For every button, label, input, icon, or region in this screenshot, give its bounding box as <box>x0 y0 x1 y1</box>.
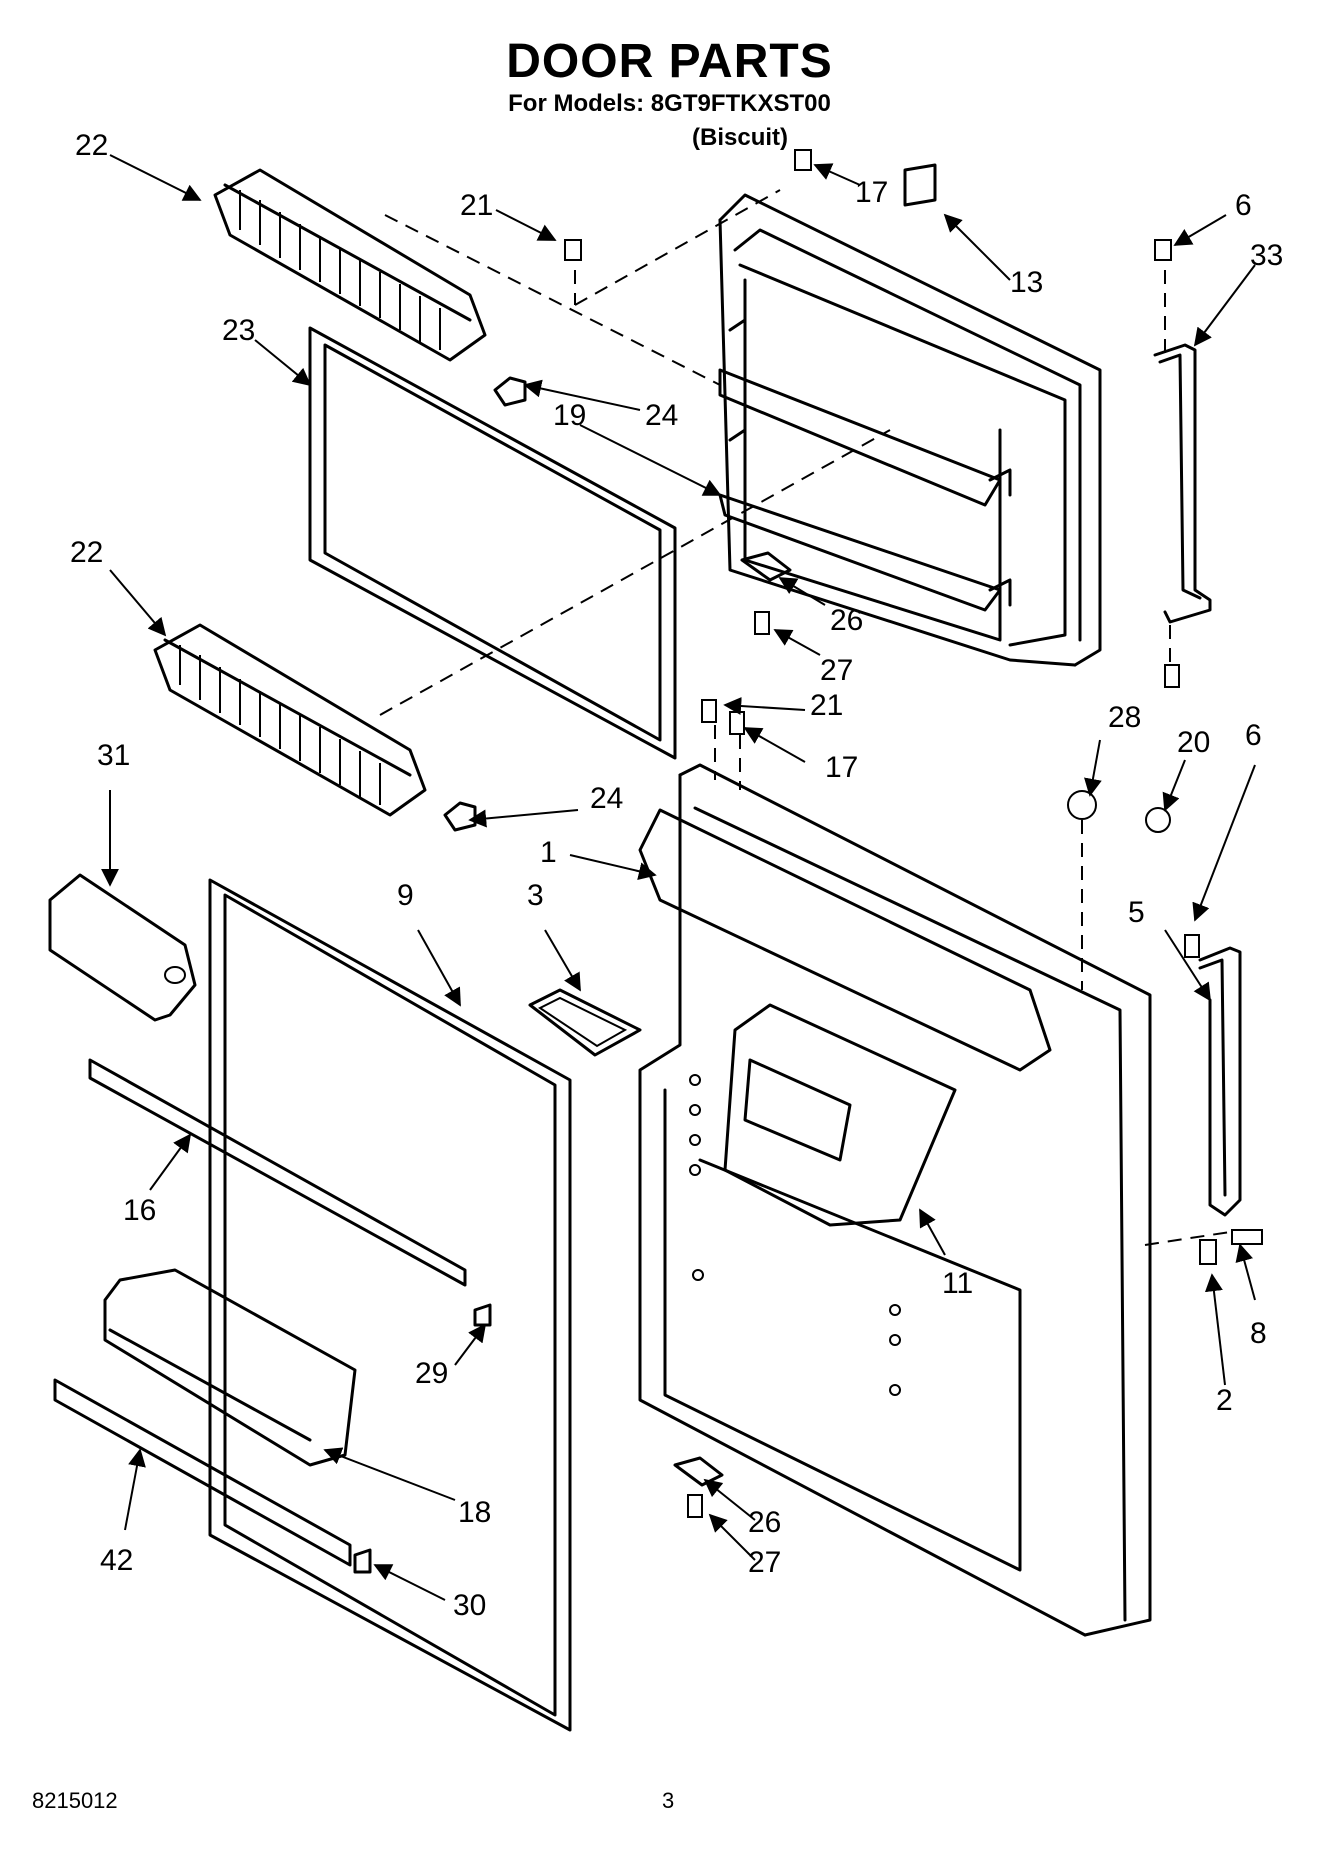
callout-leaders <box>101 154 1256 1601</box>
page-title: DOOR PARTS <box>506 35 833 88</box>
callout-28: 28 <box>1108 701 1141 734</box>
callout-24-upper: 24 <box>645 399 678 432</box>
freezer-door <box>718 193 1102 667</box>
callout-numbers: 22 21 17 13 6 33 23 24 19 26 27 22 21 17… <box>70 129 1283 1622</box>
model-line: For Models: 8GT9FTKXST00 <box>508 90 831 117</box>
shelf-retainer-bar <box>88 1058 467 1287</box>
callout-22-lower: 22 <box>70 536 103 569</box>
callout-21-lower: 21 <box>810 689 843 722</box>
callout-3: 3 <box>527 879 544 912</box>
callout-8: 8 <box>1250 1317 1267 1350</box>
callout-6-lower: 6 <box>1245 719 1262 752</box>
callout-17-upper: 17 <box>855 176 888 209</box>
callout-11: 11 <box>942 1267 973 1300</box>
assembly-lines <box>379 189 1231 1246</box>
callout-6-upper: 6 <box>1235 189 1252 222</box>
dairy-compartment-door <box>48 873 197 1022</box>
color-variant: (Biscuit) <box>692 124 788 151</box>
callout-22-upper: 22 <box>75 129 108 162</box>
callout-31: 31 <box>97 739 130 772</box>
callout-5: 5 <box>1128 896 1145 929</box>
callout-27-upper: 27 <box>820 654 853 687</box>
freezer-handle-bracket <box>1153 343 1212 624</box>
callout-23: 23 <box>222 314 255 347</box>
page-number: 3 <box>662 1788 675 1813</box>
callout-16: 16 <box>123 1194 156 1227</box>
callout-1: 1 <box>540 836 557 869</box>
callout-21-upper: 21 <box>460 189 493 222</box>
door-shelf-basket-upper <box>213 168 487 362</box>
freezer-door-gasket <box>308 326 677 760</box>
callout-33: 33 <box>1250 239 1283 272</box>
fresh-food-door <box>638 763 1152 1637</box>
callout-29: 29 <box>415 1357 448 1390</box>
callout-13: 13 <box>1010 266 1043 299</box>
document-number: 8215012 <box>32 1788 118 1813</box>
callout-26-lower: 26 <box>748 1506 781 1539</box>
callout-27-lower: 27 <box>748 1546 781 1579</box>
callout-17-lower: 17 <box>825 751 858 784</box>
callout-26-upper: 26 <box>830 604 863 637</box>
callout-20: 20 <box>1177 726 1210 759</box>
callout-30: 30 <box>453 1589 486 1622</box>
door-bin <box>103 1268 357 1467</box>
trim-strip <box>53 1378 352 1567</box>
callout-2: 2 <box>1216 1384 1233 1417</box>
pad-part <box>528 988 642 1057</box>
fresh-food-handle-bracket <box>1198 946 1242 1217</box>
callout-9: 9 <box>397 879 414 912</box>
callout-18: 18 <box>458 1496 491 1529</box>
callout-42: 42 <box>100 1544 133 1577</box>
callout-24-lower: 24 <box>590 782 623 815</box>
callout-19: 19 <box>553 399 586 432</box>
door-shelf-basket-lower <box>153 623 427 817</box>
fresh-food-door-gasket <box>208 878 572 1732</box>
